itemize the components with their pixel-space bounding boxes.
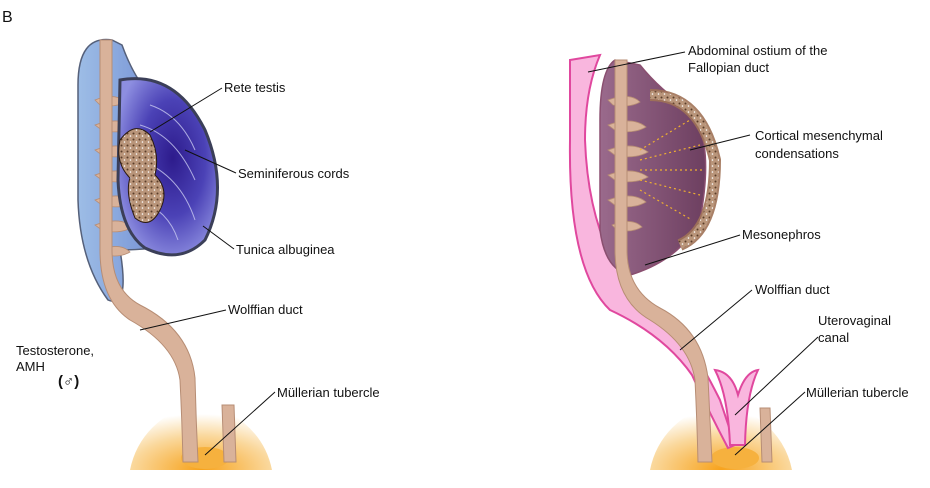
label-hormones-line1: Testosterone, xyxy=(16,343,94,359)
label-abdominal-ostium-line1: Abdominal ostium of the xyxy=(688,43,827,59)
label-rete-testis: Rete testis xyxy=(224,80,285,96)
panel-label: B xyxy=(2,10,13,26)
label-seminiferous-cords: Seminiferous cords xyxy=(238,166,349,182)
label-mesonephros: Mesonephros xyxy=(742,227,821,243)
female-mullerian-tubercle-shape xyxy=(711,447,759,469)
label-hormones-line2: AMH xyxy=(16,359,45,375)
label-cortical-line2: condensations xyxy=(755,146,839,162)
label-female-wolffian-duct: Wolffian duct xyxy=(755,282,830,298)
label-uterovaginal-line1: Uterovaginal xyxy=(818,313,891,329)
label-uterovaginal-line2: canal xyxy=(818,330,849,346)
label-male-wolffian-duct: Wolffian duct xyxy=(228,302,303,318)
label-abdominal-ostium-line2: Fallopian duct xyxy=(688,60,769,76)
label-male-mullerian-tubercle: Müllerian tubercle xyxy=(277,385,380,401)
label-female-mullerian-tubercle: Müllerian tubercle xyxy=(806,385,909,401)
female-genital-system xyxy=(570,52,818,470)
male-symbol: (♂) xyxy=(58,374,79,390)
label-tunica-albuginea: Tunica albuginea xyxy=(236,242,335,258)
label-cortical-line1: Cortical mesenchymal xyxy=(755,128,883,144)
